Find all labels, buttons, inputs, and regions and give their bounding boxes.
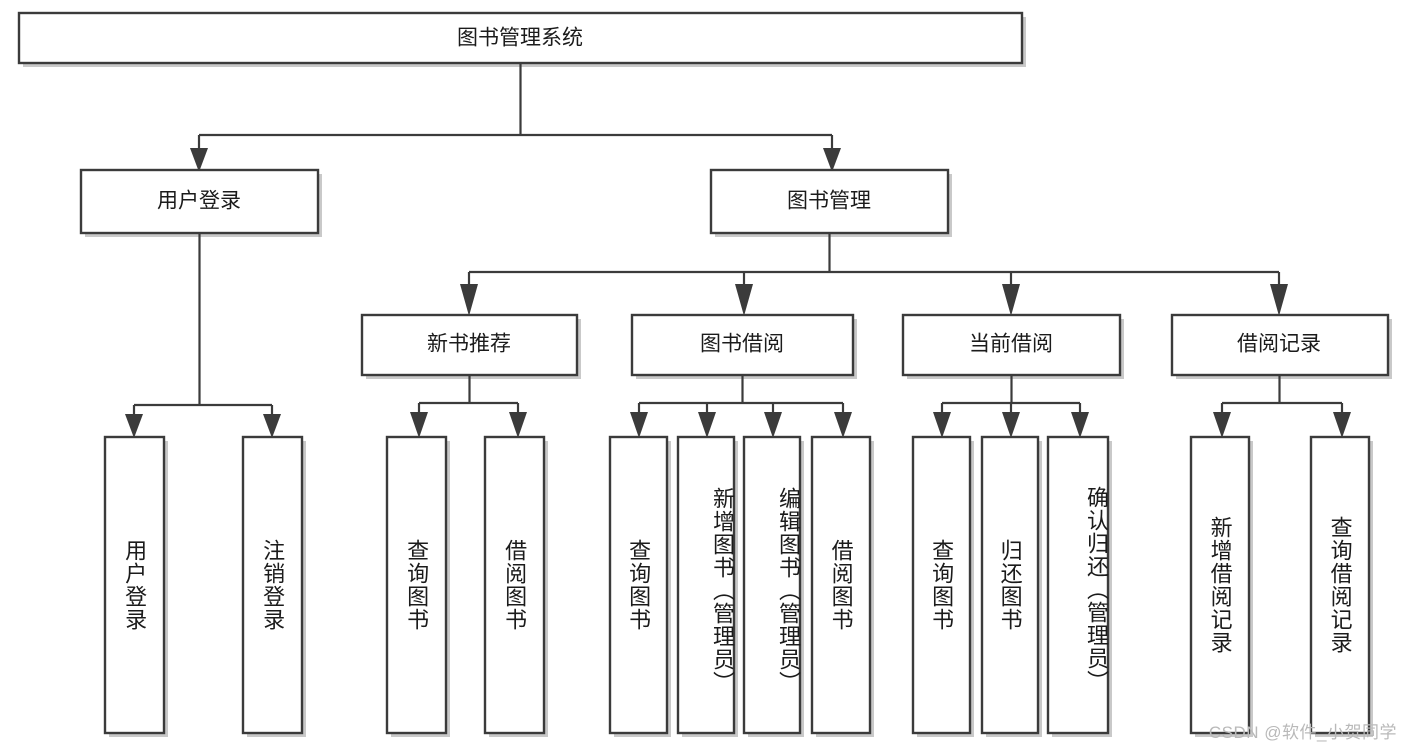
leaf-box-user-login-0	[103, 435, 166, 735]
node-book-borrow[interactable]: 图书借阅	[630, 313, 855, 377]
node-borrow-record[interactable]: 借阅记录	[1170, 313, 1390, 377]
leaf-box-book-borrow-2	[742, 435, 802, 735]
leaf-box-current-borrow-2	[1046, 435, 1110, 735]
node-new-book-recommend-label: 新书推荐	[427, 333, 511, 356]
leaf-box-book-borrow-3	[810, 435, 872, 735]
leaf-box-current-borrow-1	[980, 435, 1040, 735]
leaf-boxes[interactable]	[103, 435, 1371, 735]
node-root-label: 图书管理系统	[457, 27, 583, 50]
node-book-management-label: 图书管理	[787, 190, 871, 213]
node-user-login-label: 用户登录	[157, 190, 241, 213]
node-current-borrow-label: 当前借阅	[969, 333, 1053, 356]
leaf-box-current-borrow-0	[911, 435, 972, 735]
leaf-box-new-book-rec-1	[483, 435, 546, 735]
arrow-heads	[125, 148, 1351, 438]
node-current-borrow[interactable]: 当前借阅	[901, 313, 1122, 377]
node-book-borrow-label: 图书借阅	[700, 333, 784, 356]
node-root[interactable]: 图书管理系统	[17, 11, 1024, 65]
leaf-box-borrow-record-1	[1309, 435, 1371, 735]
node-borrow-record-label: 借阅记录	[1237, 333, 1321, 356]
node-book-management[interactable]: 图书管理	[709, 168, 950, 235]
node-new-book-recommend[interactable]: 新书推荐	[360, 313, 579, 377]
leaf-box-book-borrow-1	[676, 435, 736, 735]
csdn-watermark: CSDN @软件_小贺同学	[1208, 723, 1397, 742]
leaf-box-new-book-rec-0	[385, 435, 448, 735]
leaf-box-book-borrow-0	[608, 435, 669, 735]
leaf-box-user-login-1	[241, 435, 304, 735]
node-user-login[interactable]: 用户登录	[79, 168, 320, 235]
leaf-box-borrow-record-0	[1189, 435, 1251, 735]
